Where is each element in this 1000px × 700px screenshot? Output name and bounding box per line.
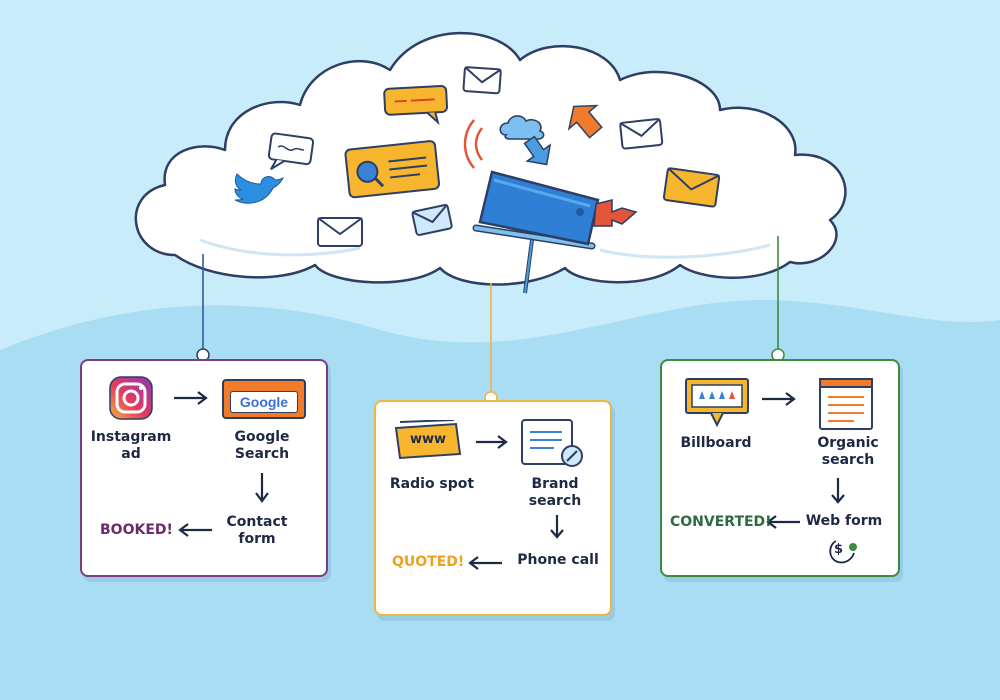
arrow-left-icon bbox=[766, 515, 800, 529]
step-instagram-ad: Instagram ad bbox=[90, 429, 172, 462]
orange-chat-icon bbox=[383, 85, 449, 126]
path-card-billboard: Billboard Organic search Web form CONVER… bbox=[660, 359, 900, 577]
arrow-right-icon bbox=[762, 392, 796, 406]
billboard-icon bbox=[685, 378, 749, 428]
arrow-right-icon bbox=[476, 435, 508, 449]
www-banner-icon bbox=[394, 420, 462, 460]
step-web-form: Web form bbox=[805, 513, 883, 529]
outcome-booked: BOOKED! bbox=[100, 522, 173, 538]
up-arrow-icon bbox=[567, 104, 603, 139]
search-card-icon bbox=[344, 140, 441, 199]
cloud-shape bbox=[134, 31, 847, 286]
step-google-search: Google Search bbox=[234, 429, 290, 462]
arrow-right-icon bbox=[174, 391, 208, 405]
envelope-icon bbox=[619, 118, 664, 150]
step-phone-call: Phone call bbox=[517, 552, 599, 568]
envelope-icon bbox=[411, 203, 453, 236]
step-contact-form: Contact form bbox=[226, 514, 288, 547]
outcome-converted: CONVERTED! bbox=[670, 514, 772, 530]
step-radio-spot: Radio spot bbox=[389, 476, 475, 492]
megaphone-billboard-icon bbox=[472, 170, 638, 294]
www-label: www bbox=[409, 432, 447, 447]
step-organic-search: Organic search bbox=[817, 435, 879, 468]
google-logo: Google bbox=[230, 391, 298, 413]
outcome-quoted: QUOTED! bbox=[392, 554, 465, 570]
arrow-left-icon bbox=[178, 523, 212, 537]
envelope-icon bbox=[462, 66, 502, 95]
path-card-instagram: Instagram ad Google Google Search Contac… bbox=[80, 359, 328, 577]
arrow-left-icon bbox=[468, 556, 502, 570]
signal-waves-icon bbox=[463, 119, 484, 169]
envelope-icon bbox=[662, 167, 721, 208]
instagram-icon bbox=[109, 376, 153, 420]
step-billboard: Billboard bbox=[680, 435, 752, 451]
cloud-shading bbox=[199, 238, 771, 259]
organic-search-document-icon bbox=[819, 378, 873, 430]
step-brand-search: Brand search bbox=[528, 476, 582, 509]
google-search-icon: Google bbox=[222, 379, 306, 419]
twitter-icon bbox=[234, 173, 285, 204]
dollar-sign: $ bbox=[834, 542, 844, 557]
arrow-down-icon bbox=[255, 473, 269, 503]
envelope-icon bbox=[317, 217, 363, 247]
arrow-down-icon bbox=[550, 515, 564, 539]
chat-bubble-icon bbox=[267, 132, 315, 171]
arrow-down-icon bbox=[831, 478, 845, 504]
down-arrow-icon bbox=[523, 135, 552, 166]
dollar-refresh-icon bbox=[829, 540, 857, 564]
brand-search-document-icon bbox=[521, 419, 583, 467]
path-card-radio: www Radio spot Brand search Phone call Q… bbox=[374, 400, 612, 616]
cloud-icon bbox=[499, 115, 545, 140]
